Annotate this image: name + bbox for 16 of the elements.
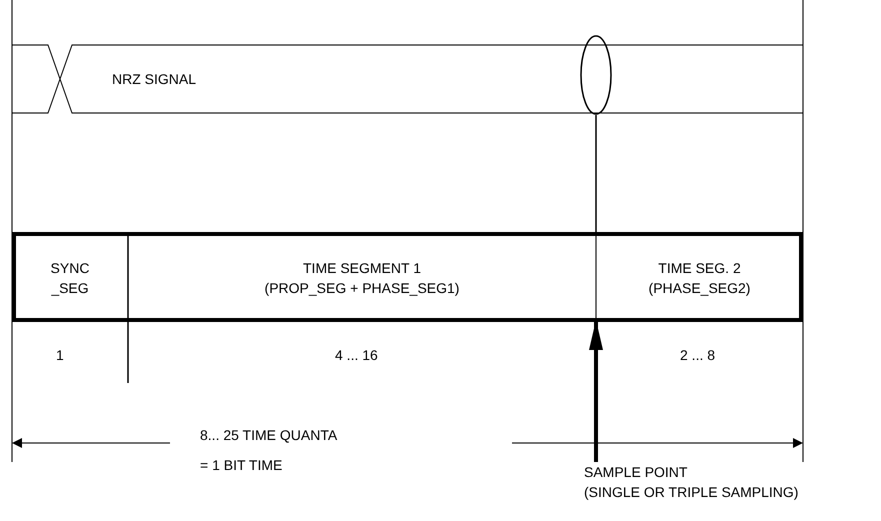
- arrow: [589, 320, 603, 462]
- segment-label: TIME SEG. 2: [658, 259, 741, 278]
- dimension-label: 8... 25 TIME QUANTA: [200, 426, 338, 444]
- connector-line: [595, 115, 597, 234]
- callout-text: SAMPLE POINT: [584, 463, 688, 482]
- dimension-label: = 1 BIT TIME: [200, 456, 282, 474]
- segment-label: SYNC _SEG: [50, 259, 90, 298]
- segment-label: (PHASE_SEG2): [648, 279, 750, 298]
- segment-count: 1: [56, 346, 64, 364]
- segment-count: 2 ... 8: [680, 346, 716, 364]
- signal-label: NRZ SIGNAL: [112, 70, 196, 88]
- segment-label: (PROP_SEG + PHASE_SEG1): [264, 279, 460, 298]
- sampling-ellipse: [580, 35, 612, 115]
- segment-count: 4 ... 16: [335, 346, 378, 364]
- segment-label: TIME SEGMENT 1: [303, 259, 421, 278]
- callout-text: (SINGLE OR TRIPLE SAMPLING): [584, 483, 798, 502]
